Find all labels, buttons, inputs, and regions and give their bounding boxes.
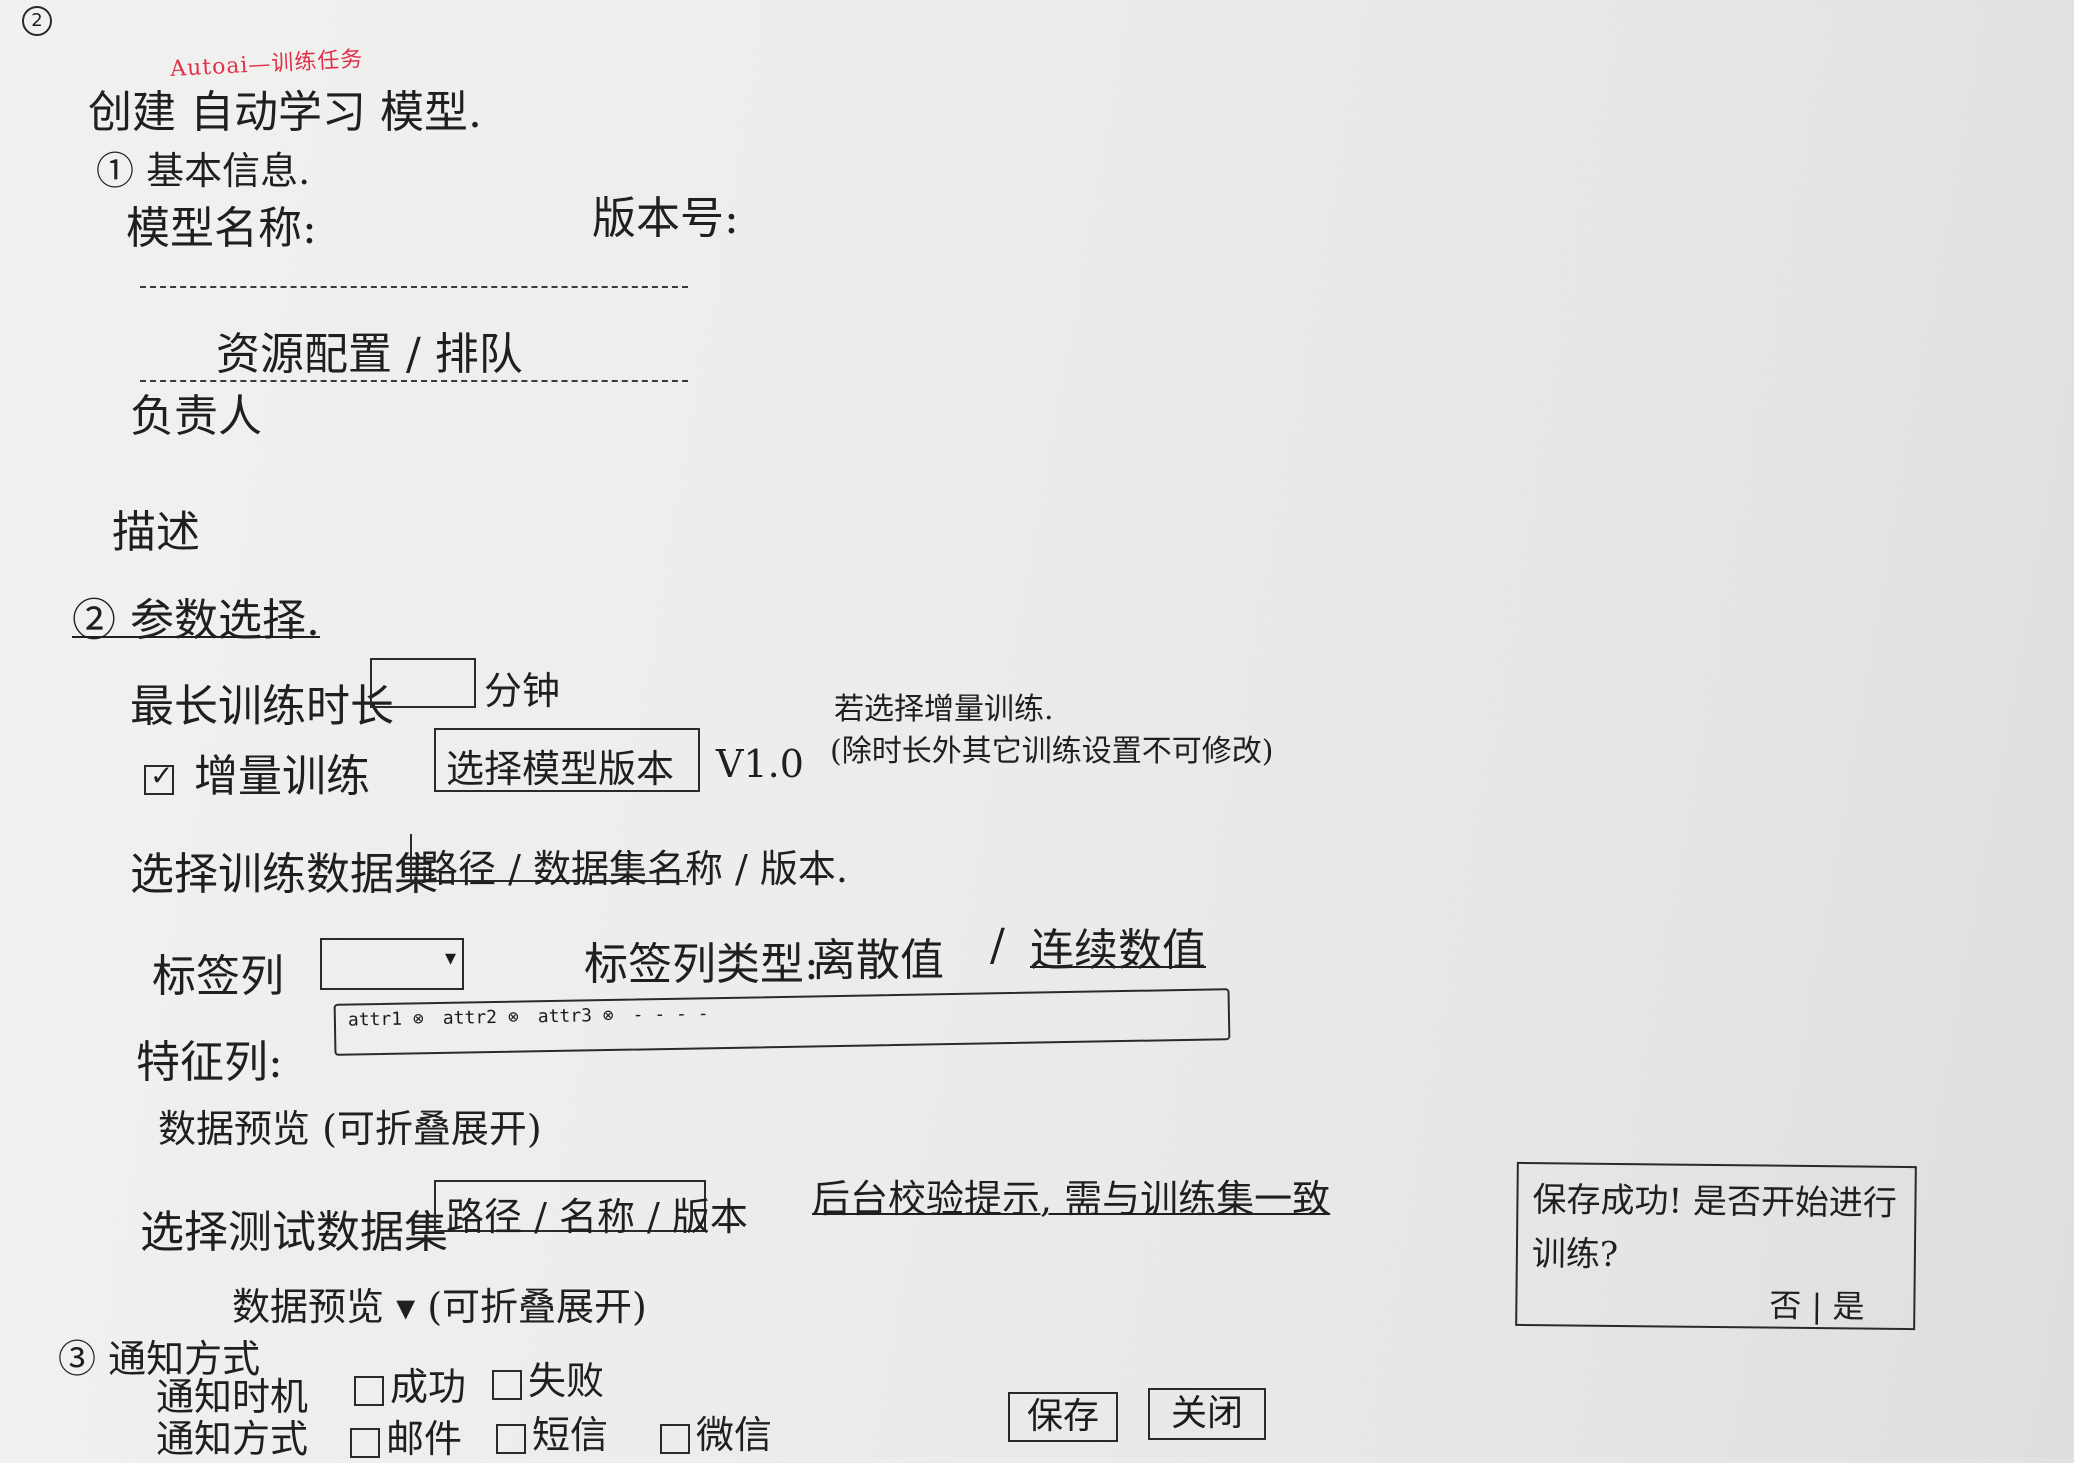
notify-success-option[interactable]: 成功 — [354, 1356, 466, 1411]
notify-time-label: 通知时机 — [156, 1375, 309, 1419]
train-dataset-select[interactable] — [410, 834, 688, 882]
dialog-message-2: 训练? — [1531, 1234, 1619, 1275]
incremental-row: ✓ 增量训练 — [144, 740, 370, 804]
section2-label: ② 参数选择. — [72, 595, 320, 646]
resource-label: 资源配置 / 排队 — [216, 329, 523, 380]
max-train-time-label: 最长训练时长 — [130, 681, 394, 732]
resource-area — [140, 286, 688, 382]
feature-columns-input[interactable]: attr1 ⊗ attr2 ⊗ attr3 ⊗ - - - - — [333, 988, 1231, 1056]
model-name-label: 模型名称: — [126, 203, 317, 254]
notify-email-option[interactable]: 邮件 — [350, 1408, 462, 1463]
checkbox[interactable] — [354, 1375, 384, 1406]
incremental-label: 增量训练 — [194, 751, 370, 802]
confirm-dialog: 保存成功! 是否开始进行 训练? 否 | 是 — [1515, 1161, 1917, 1331]
section1-label: ① 基本信息. — [96, 149, 311, 193]
test-dataset-path: 路径 / 名称 / 版本 — [446, 1195, 748, 1239]
label-type-continuous[interactable]: 连续数值 — [1030, 925, 1206, 976]
test-dataset-select[interactable] — [434, 1180, 706, 1232]
test-dataset-note: 后台校验提示, 需与训练集一致 — [812, 1177, 1331, 1221]
incremental-checkbox[interactable]: ✓ — [144, 759, 174, 795]
corner-mark: 2 — [22, 6, 52, 36]
save-button[interactable]: 保存 — [1008, 1392, 1118, 1442]
notify-fail-option[interactable]: 失败 — [492, 1350, 604, 1405]
checkbox[interactable] — [660, 1423, 690, 1454]
owner-label: 负责人 — [130, 391, 262, 442]
incremental-note-1: 若选择增量训练. — [834, 692, 1054, 727]
notify-sms-option[interactable]: 短信 — [496, 1404, 608, 1459]
data-preview[interactable]: 数据预览 (可折叠展开) — [158, 1107, 542, 1151]
train-dataset-path: 路径 / 数据集名称 / 版本. — [420, 847, 849, 891]
section3-label: ③ 通知方式 — [58, 1337, 261, 1381]
model-version-select[interactable] — [434, 728, 700, 792]
notify-wechat-option[interactable]: 微信 — [660, 1404, 772, 1459]
label-type-discrete[interactable]: 离散值 — [812, 935, 944, 986]
checkbox[interactable] — [492, 1369, 522, 1400]
label-type-label: 标签列类型: — [584, 939, 819, 990]
close-button[interactable]: 关闭 — [1148, 1388, 1266, 1440]
version-value: V1.0 — [716, 742, 804, 786]
checkbox[interactable] — [350, 1427, 380, 1458]
dialog-answer-buttons[interactable]: 否 | 是 — [1769, 1286, 1865, 1326]
chevron-down-icon: ▾ — [444, 946, 456, 971]
incremental-note-2: (除时长外其它训练设置不可修改) — [830, 734, 1274, 769]
feature-tag[interactable]: attr2 ⊗ — [442, 1006, 519, 1029]
feature-tag[interactable]: attr3 ⊗ — [537, 1004, 614, 1028]
checkbox[interactable] — [496, 1423, 526, 1454]
feature-more: - - - - — [632, 1003, 709, 1026]
dialog-message-1: 保存成功! 是否开始进行 — [1532, 1180, 1898, 1224]
page-title: 创建 自动学习 模型. — [88, 87, 482, 138]
feature-columns-label: 特征列: — [136, 1037, 283, 1088]
train-dataset-label: 选择训练数据集 — [130, 849, 438, 900]
feature-tag[interactable]: attr1 ⊗ — [347, 1008, 424, 1031]
minutes-label: 分钟 — [484, 669, 561, 713]
test-dataset-label: 选择测试数据集 — [140, 1207, 448, 1258]
label-column-label: 标签列 — [152, 951, 284, 1002]
version-label: 版本号: — [592, 193, 739, 244]
test-data-preview[interactable]: 数据预览 ▾ (可折叠展开) — [232, 1285, 647, 1329]
max-train-time-input[interactable] — [370, 658, 476, 708]
label-column-select[interactable]: ▾ — [320, 938, 464, 990]
model-version-label: 选择模型版本 — [446, 747, 675, 791]
notify-method-label: 通知方式 — [156, 1417, 309, 1461]
label-type-sep: / — [990, 920, 1005, 971]
description-label: 描述 — [112, 507, 200, 558]
